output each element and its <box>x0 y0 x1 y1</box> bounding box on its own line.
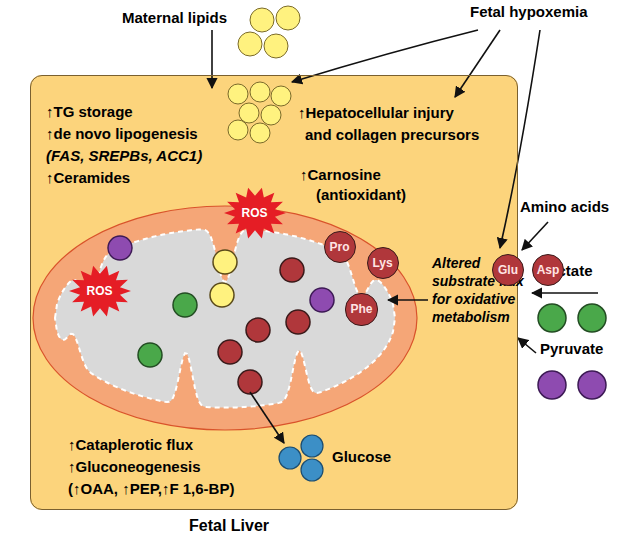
pyruvate-arrow <box>518 338 536 353</box>
input-label: Glucose <box>332 448 391 466</box>
annotation-text: (antioxidant) <box>316 186 406 204</box>
hypoxemia-arrow <box>455 30 500 97</box>
node-label: Phe <box>350 302 372 316</box>
glucose-output-arrow <box>250 392 284 443</box>
lactate-molecules <box>538 304 606 332</box>
annotation-text: ↑TG storage <box>46 103 133 121</box>
annotation-text: ↑Ceramides <box>46 169 130 187</box>
node-label: ROS <box>86 284 112 298</box>
ros-burst: ROS <box>69 265 131 317</box>
annotation-text: ↑Hepatocellular injury <box>298 104 454 122</box>
node-label: Pro <box>329 240 349 254</box>
node-label: Lys <box>372 256 392 270</box>
amino-acid-circle: Pro <box>324 231 356 263</box>
maternal-lipid-droplets <box>238 6 300 58</box>
lactate-arrow <box>532 292 598 294</box>
hypoxemia-arrow <box>500 30 540 248</box>
input-label: Maternal lipids <box>122 9 227 27</box>
substrate-flux-arrow <box>388 299 428 301</box>
amino-acid-circle: Asp <box>532 254 565 287</box>
mitochondrial-substrates <box>108 236 334 394</box>
amino-acid-circle: Lys <box>367 247 399 279</box>
glucose-molecules <box>279 435 323 481</box>
annotation-text: Altered <box>432 254 480 272</box>
amino-acid-arrow <box>522 222 548 250</box>
node-label: Glu <box>498 263 518 277</box>
node-label: Asp <box>537 263 560 277</box>
flow-arrows <box>212 30 598 443</box>
input-label: Pyruvate <box>540 340 603 358</box>
annotation-text: (FAS, SREPBs, ACC1) <box>46 147 202 165</box>
cell-fill <box>30 75 518 510</box>
annotation-text: (↑OAA, ↑PEP,↑F 1,6-BP) <box>68 480 234 498</box>
amino-acid-circle: Glu <box>492 254 524 286</box>
input-label: Amino acids <box>520 198 609 216</box>
annotation-text: ↑Cataplerotic flux <box>68 436 193 454</box>
pyruvate-molecules <box>538 371 606 399</box>
stored-lipid-droplets <box>228 82 291 143</box>
annotation-text: and collagen precursors <box>305 126 479 144</box>
node-label: ROS <box>241 206 267 220</box>
ros-burst: ROS <box>224 187 286 239</box>
annotation-text: ↑Gluconeogenesis <box>68 458 201 476</box>
cristae-outline <box>55 229 395 407</box>
lipid-uptake-arrow <box>211 30 213 88</box>
cell-caption: Fetal Liver <box>31 517 427 535</box>
amino-acid-circle: Phe <box>345 293 377 325</box>
input-label: Fetal hypoxemia <box>470 3 588 21</box>
annotation-text: for oxidative <box>432 290 515 308</box>
annotation-text: ↑Carnosine <box>300 166 381 184</box>
mitochondrial-matrix <box>55 229 395 407</box>
annotation-text: ↑de novo lipogenesis <box>46 125 198 143</box>
mitochondrion <box>33 206 417 430</box>
annotation-text: metabolism <box>432 308 510 326</box>
